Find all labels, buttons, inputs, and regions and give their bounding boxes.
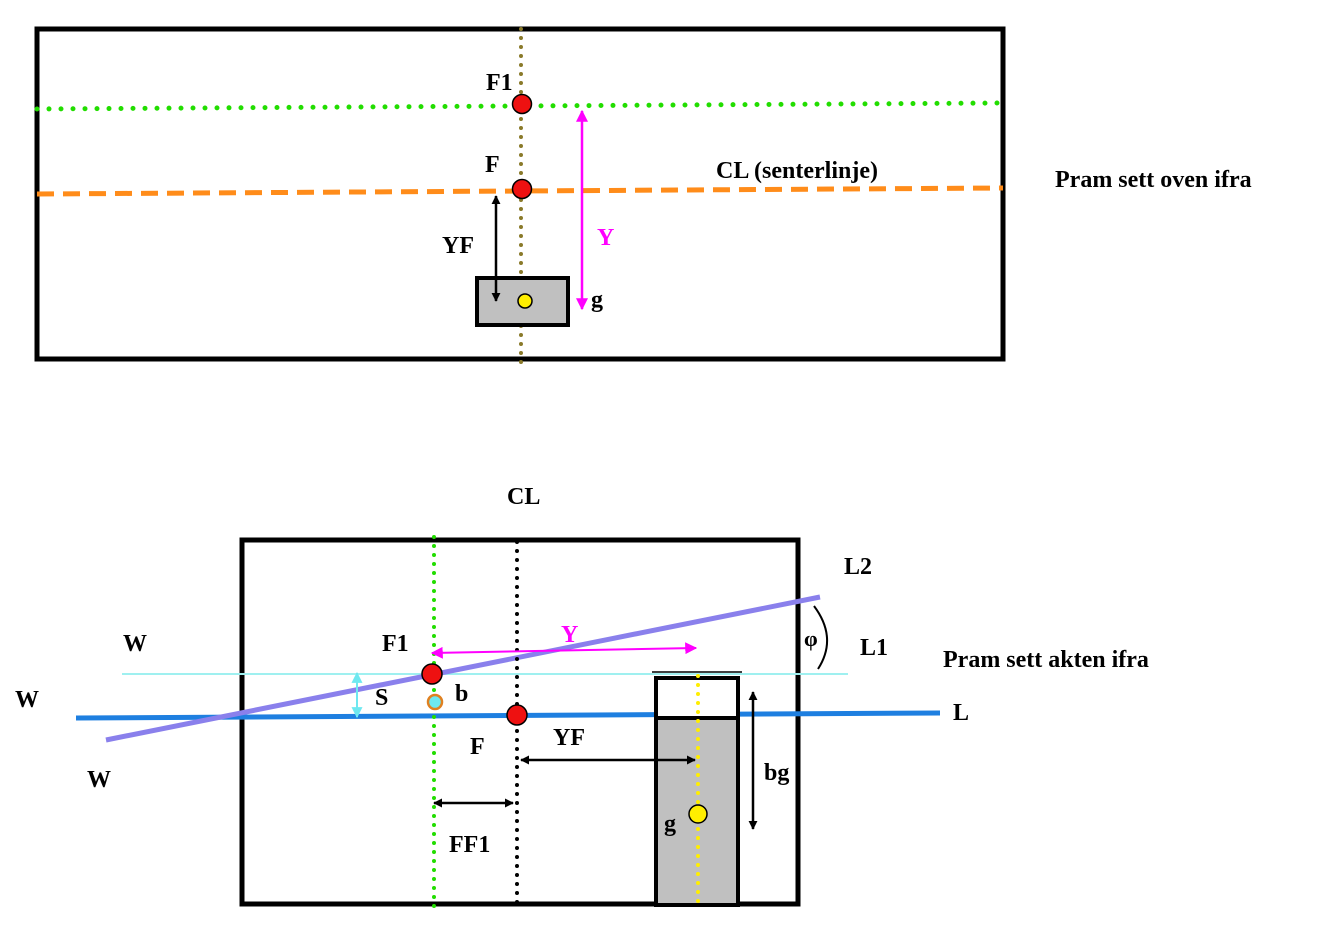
aft-b-point xyxy=(426,693,444,711)
aft-label-bg: bg xyxy=(764,760,789,786)
aft-label-b: b xyxy=(455,681,468,707)
aft-label-l: L xyxy=(953,700,969,726)
top-label-g: g xyxy=(591,287,603,313)
aft-f-point xyxy=(506,704,528,726)
aft-label-w-upper: W xyxy=(123,631,147,657)
top-f1-point xyxy=(511,93,533,115)
aft-y-arrow xyxy=(430,642,698,659)
aft-label-l1: L1 xyxy=(860,635,888,661)
top-label-cl: CL (senterlinje) xyxy=(716,158,878,184)
aft-view-title: Pram sett akten ifra xyxy=(943,647,1149,673)
aft-label-l2: L2 xyxy=(844,554,872,580)
aft-label-w-mid: W xyxy=(15,687,39,713)
top-view-title: Pram sett oven ifra xyxy=(1055,167,1252,193)
aft-label-ff1: FF1 xyxy=(449,832,490,858)
aft-label-f: F xyxy=(470,734,485,760)
aft-f1-point xyxy=(421,663,443,685)
aft-label-s: S xyxy=(375,685,388,711)
aft-view: CL L2 L1 L W W W F1 Y S b F YF bg g FF1 … xyxy=(15,484,1149,914)
top-label-yf: YF xyxy=(442,233,474,259)
top-green-dotted-line xyxy=(34,100,1006,112)
aft-phi-angle-arc xyxy=(813,605,829,670)
aft-label-w-lower: W xyxy=(87,767,111,793)
aft-hull-outline xyxy=(239,537,801,907)
aft-label-cl: CL xyxy=(507,484,540,510)
aft-label-phi: φ xyxy=(804,626,818,651)
top-label-f: F xyxy=(485,152,500,178)
top-g-point xyxy=(517,293,533,309)
aft-purple-waterline-l2 xyxy=(105,594,821,743)
aft-label-g: g xyxy=(664,811,676,837)
top-label-f1: F1 xyxy=(486,70,513,96)
top-view: F1 F CL (senterlinje) YF Y g Pram sett o… xyxy=(34,26,1252,368)
aft-label-yf: YF xyxy=(553,725,585,751)
top-label-y: Y xyxy=(597,225,614,251)
aft-g-point xyxy=(688,804,708,824)
aft-label-f1: F1 xyxy=(382,631,409,657)
aft-label-y: Y xyxy=(561,622,578,648)
top-f-point xyxy=(511,178,533,200)
